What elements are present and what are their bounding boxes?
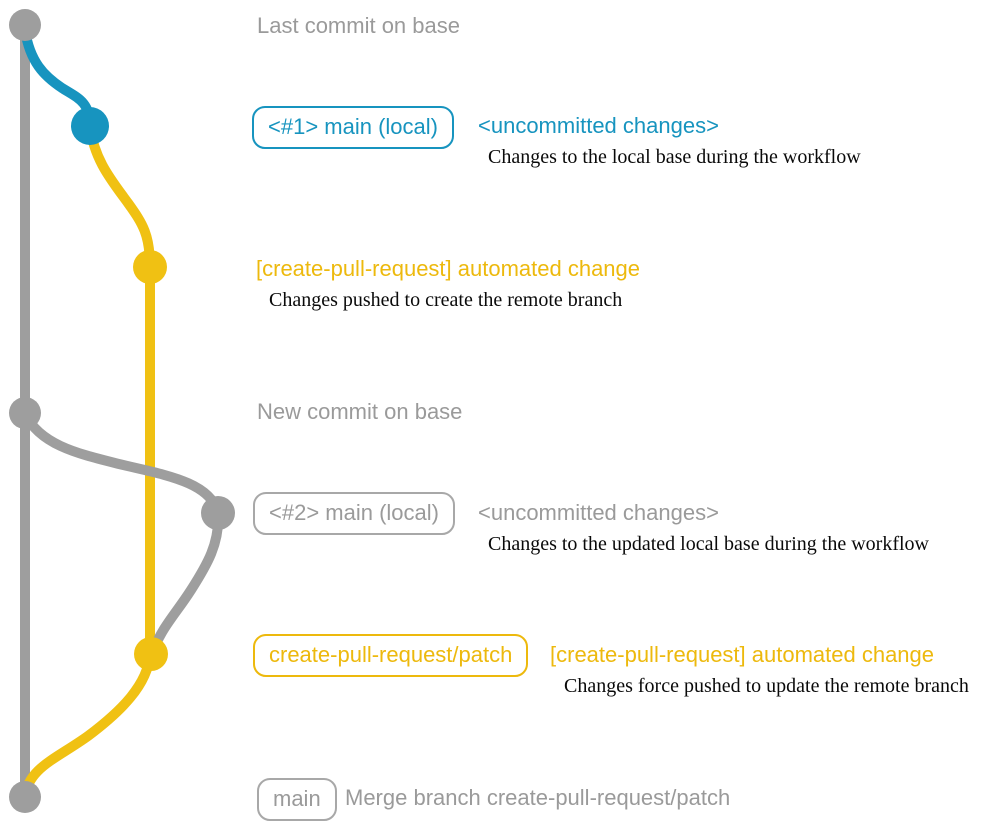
local-main-branch-curve-2 — [20, 411, 223, 515]
last-commit-on-base-label: Last commit on base — [257, 13, 460, 38]
branch-badge-main: main — [257, 778, 337, 821]
local-main-rebase-curve — [147, 512, 224, 656]
commit-dot-automated-change-2 — [134, 637, 168, 671]
automated-change-label-2: [create-pull-request] automated change — [550, 642, 935, 667]
branch-badge-main-local-1: <#1> main (local) — [252, 106, 454, 149]
merge-commit-label: Merge branch create-pull-request/patch — [345, 785, 731, 810]
branch-badge-create-pull-request-patch: create-pull-request/patch — [253, 634, 529, 677]
commit-dot-merge — [9, 781, 41, 813]
automated-change-description-2: Changes force pushed to update the remot… — [564, 675, 969, 697]
automated-change-description-1: Changes pushed to create the remote bran… — [269, 289, 623, 311]
patch-branch-curve-top — [85, 125, 155, 268]
uncommitted-changes-label-1: <uncommitted changes> — [478, 113, 719, 138]
branch-badge-main-local-2: <#2> main (local) — [253, 492, 455, 535]
commit-dot-last-base — [9, 9, 41, 41]
uncommitted-changes-description-1: Changes to the local base during the wor… — [488, 146, 861, 168]
uncommitted-changes-label-2: <uncommitted changes> — [478, 500, 719, 525]
commit-dot-local-main-1 — [71, 107, 109, 145]
commit-graph — [9, 9, 235, 813]
commit-dot-automated-change-1 — [133, 250, 167, 284]
automated-change-label-1: [create-pull-request] automated change — [256, 256, 641, 281]
patch-merge-curve — [20, 653, 155, 798]
new-commit-on-base-label: New commit on base — [257, 399, 463, 424]
uncommitted-changes-description-2: Changes to the updated local base during… — [488, 533, 929, 555]
commit-dot-local-main-2 — [201, 496, 235, 530]
commit-dot-new-base — [9, 397, 41, 429]
